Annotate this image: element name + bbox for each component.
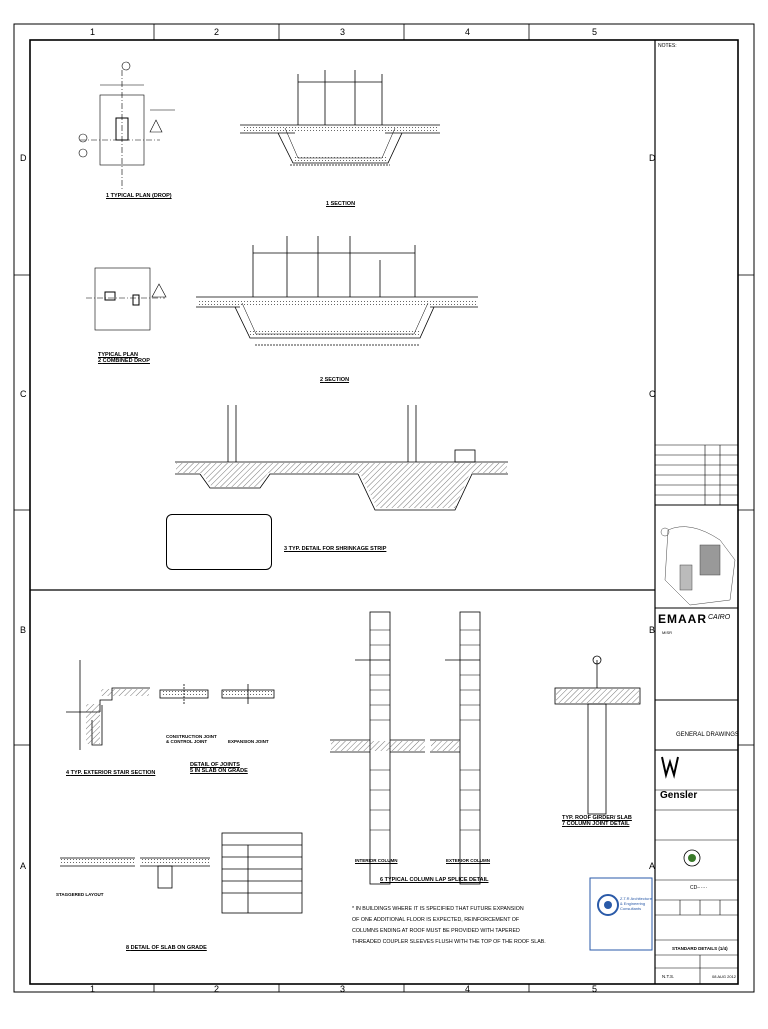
grid-col-4-top: 4 [465, 27, 471, 37]
grid-row-b-right: B [649, 625, 656, 635]
consultant-name: Z.T.R Architecture & Engineering Consult… [620, 896, 652, 911]
inner-border [29, 39, 739, 985]
issue-date: 08 AUG 2012 [712, 974, 737, 979]
consultant-logo-box [589, 877, 653, 951]
grid-col-3-bottom: 3 [340, 984, 346, 994]
detail-1-plan [78, 61, 175, 190]
detail-2-section-title: 2 SECTION [320, 377, 350, 383]
detail-1-title: 1 TYPICAL PLAN (DROP) [106, 193, 172, 199]
grid-col-3-top: 3 [340, 27, 346, 37]
shrinkage-notes-box [166, 514, 272, 570]
future-expansion-note: * IN BUILDINGS WHERE IT IS SPECIFIED THA… [352, 906, 546, 945]
detail-7-girder [554, 655, 641, 815]
sheet-title: STANDARD DETAILS (1/4) [672, 946, 728, 951]
client-logo-text: EMAAR [658, 612, 707, 626]
grid-col-4-bottom: 4 [465, 984, 471, 994]
scale-value: N.T.S. [662, 974, 675, 979]
detail-5-joints [159, 684, 275, 704]
title-block-lines [655, 444, 738, 984]
emblem-icon [683, 849, 701, 867]
grid-row-c-right: C [649, 389, 656, 399]
wsp-logo-icon [661, 756, 679, 779]
detail-5b-label: EXPANSION JOINT [228, 739, 269, 744]
detail-4-title: 4 TYP. EXTERIOR STAIR SECTION [66, 770, 156, 776]
grid-col-1-bottom: 1 [90, 984, 96, 994]
outer-border [13, 23, 755, 993]
detail-6b-label: EXTERIOR COLUMN [446, 858, 491, 863]
grid-row-c-left: C [20, 389, 27, 399]
detail-3-section [175, 405, 508, 511]
detail-3-title: 3 TYP. DETAIL FOR SHRINKAGE STRIP [284, 546, 387, 552]
detail-1-section [240, 70, 440, 166]
grid-col-2-bottom: 2 [214, 984, 220, 994]
grid-col-5-bottom: 5 [592, 984, 598, 994]
detail-2-title: TYPICAL PLAN 2 COMBINED DROP [98, 352, 150, 364]
detail-8-slab [60, 832, 303, 914]
detail-8-title: 8 DETAIL OF SLAB ON GRADE [126, 945, 207, 951]
column-ties [370, 629, 480, 831]
notes-label: NOTES: [658, 43, 677, 49]
grid-col-5-top: 5 [592, 27, 598, 37]
detail-7-title: TYP. ROOF GIRDER/ SLAB 7 COLUMN JOINT DE… [562, 815, 632, 827]
site-plan-sketch [660, 526, 736, 606]
detail-5a-label: CONSTRUCTION JOINT& CONTROL JOINT [166, 734, 217, 744]
grid-col-1-top: 1 [90, 27, 96, 37]
sheet-group: GENERAL DRAWINGS [676, 732, 739, 738]
detail-8a-label: STAGGERED LAYOUT [56, 892, 104, 897]
grid-row-d-right: D [649, 153, 656, 163]
detail-2-plan [86, 267, 167, 331]
detail-5-title: DETAIL OF JOINTS 5 IN SLAB ON GRADE [190, 762, 248, 774]
consultant-logo-icon [597, 894, 619, 916]
detail-6a-label: INTERIOR COLUMN [355, 858, 398, 863]
grid-row-a-right: A [649, 861, 656, 871]
drawing-number: CD-····· [690, 885, 708, 891]
client-logo-sub: CAIRO [708, 614, 731, 621]
detail-4-section [66, 660, 150, 750]
grid-row-d-left: D [20, 153, 27, 163]
detail-2-section [196, 236, 478, 346]
detail-1-section-title: 1 SECTION [326, 201, 356, 207]
grid-col-2-top: 2 [214, 27, 220, 37]
grid-ticks [14, 24, 754, 992]
grid-row-b-left: B [20, 625, 27, 635]
firm-gensler: Gensler [660, 790, 698, 801]
detail-6-title: 6 TYPICAL COLUMN LAP SPLICE DETAIL [380, 877, 489, 883]
grid-row-a-left: A [20, 861, 27, 871]
client-logo-tag: MISR [662, 630, 672, 635]
